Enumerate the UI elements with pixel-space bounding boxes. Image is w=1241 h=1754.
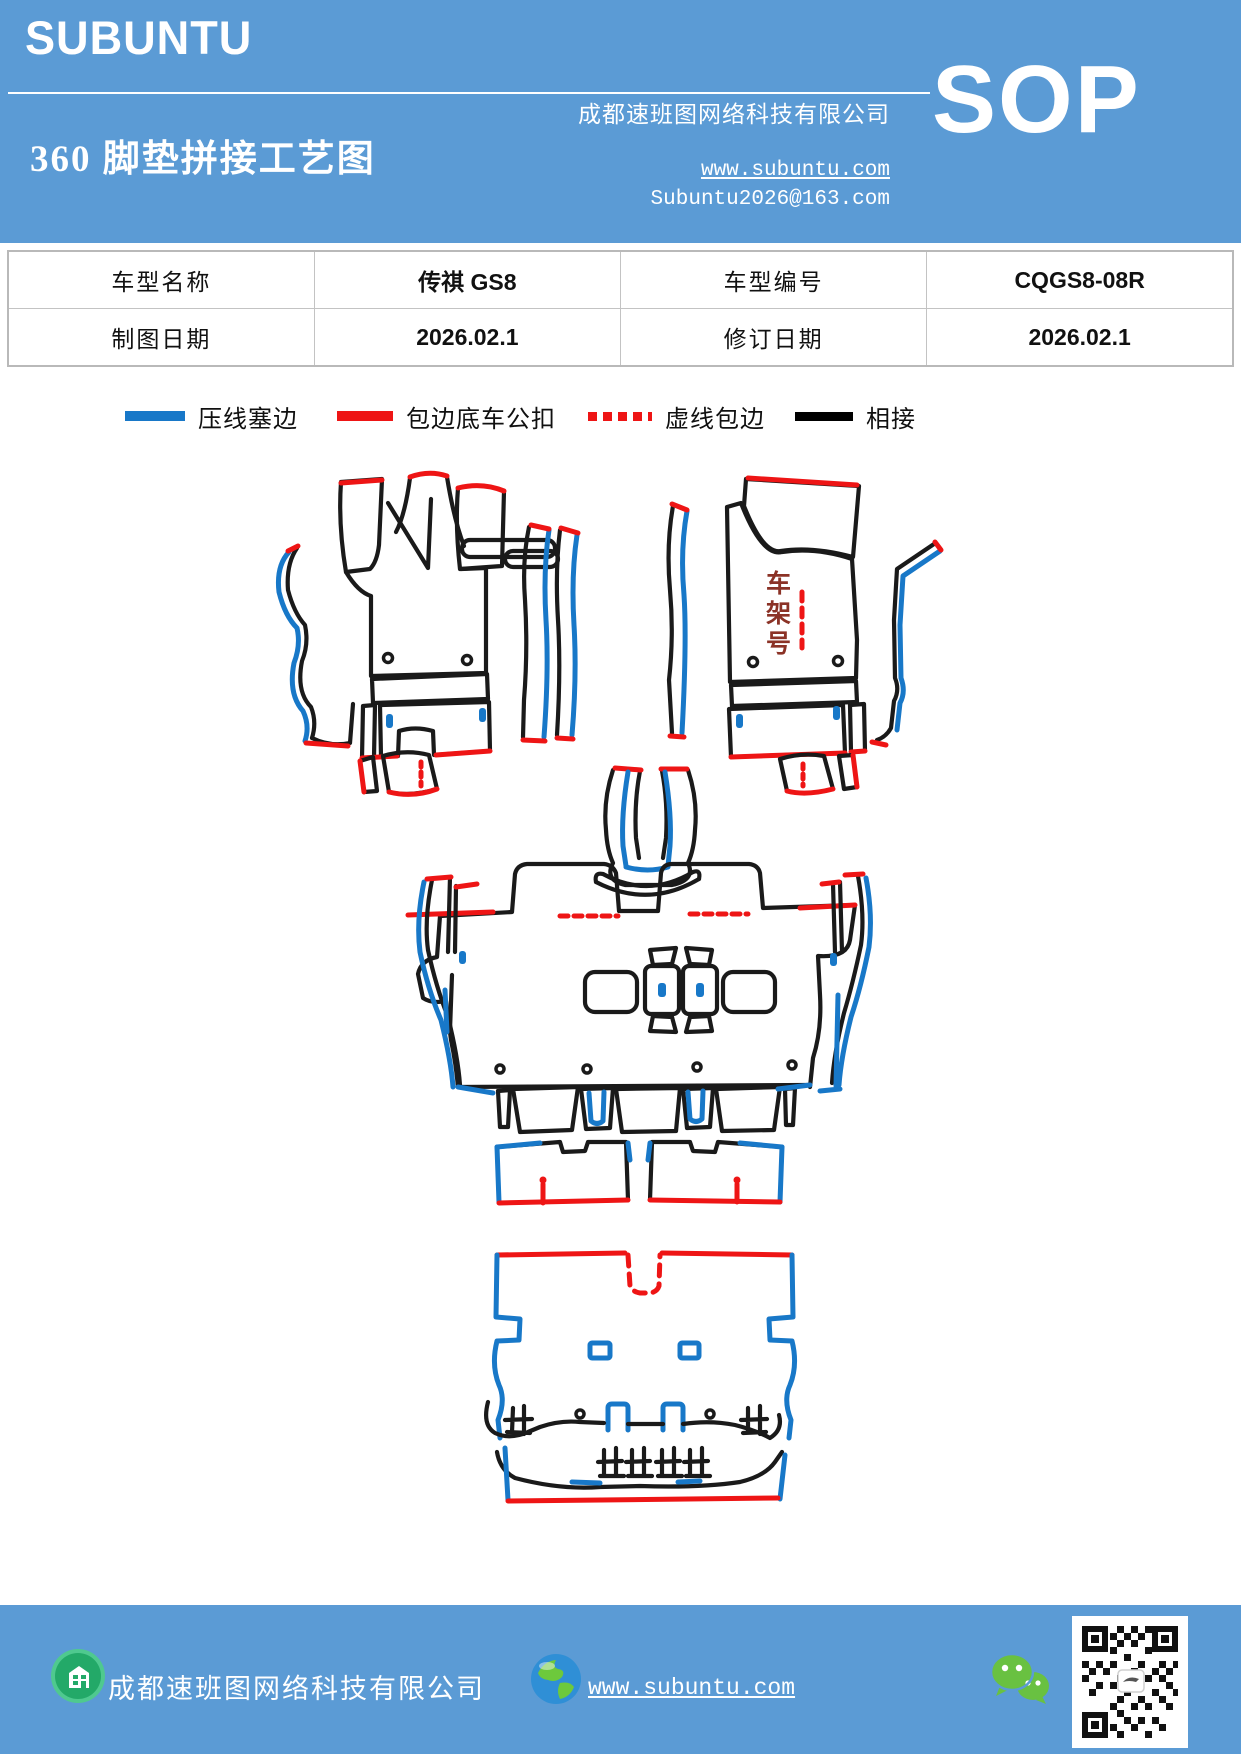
company-building-icon bbox=[51, 1649, 105, 1703]
stitch-mark bbox=[502, 1403, 770, 1479]
header-contact-block: 成都速班图网络科技有限公司 www.subuntu.com Subuntu202… bbox=[470, 95, 890, 211]
revise-date-value: 2026.02.1 bbox=[926, 308, 1234, 367]
rear-row-mat bbox=[405, 861, 873, 1135]
footer-company-name: 成都速班图网络科技有限公司 bbox=[108, 1674, 485, 1704]
qr-code bbox=[1072, 1616, 1188, 1748]
legend-label: 相接 bbox=[866, 406, 916, 433]
header-bar: SUBUNTU 360 脚垫拼接工艺图 成都速班图网络科技有限公司 www.su… bbox=[0, 0, 1241, 243]
draw-date-value: 2026.02.1 bbox=[313, 308, 622, 367]
model-name-value: 传祺 GS8 bbox=[313, 250, 622, 309]
header-company-name: 成都速班图网络科技有限公司 bbox=[578, 102, 890, 127]
frame-number-label: 车架号 bbox=[766, 571, 792, 658]
vehicle-info-table: 车型名称 传祺 GS8 车型编号 CQGS8-08R 制图日期 2026.02.… bbox=[7, 250, 1234, 367]
legend-label: 虚线包边 bbox=[665, 406, 765, 433]
legend-item-joint: 相接 bbox=[795, 398, 916, 434]
header-website-link[interactable]: www.subuntu.com bbox=[700, 159, 890, 182]
wechat-icon bbox=[989, 1652, 1049, 1704]
company-logo: SUBUNTU bbox=[25, 11, 253, 64]
line-type-legend: 压线塞边 包边底车公扣 虚线包边 相接 bbox=[0, 398, 1241, 434]
header-email[interactable]: Subuntu2026@163.com bbox=[650, 188, 890, 211]
legend-blue-line-sample bbox=[125, 411, 185, 421]
document-title: 360 脚垫拼接工艺图 bbox=[30, 139, 376, 180]
legend-label: 包边底车公扣 bbox=[406, 406, 556, 433]
table-row: 制图日期 2026.02.1 修订日期 2026.02.1 bbox=[7, 308, 1234, 367]
legend-item-binding-buckle: 包边底车公扣 bbox=[337, 398, 556, 434]
model-name-label: 车型名称 bbox=[7, 250, 315, 309]
draw-date-label: 制图日期 bbox=[7, 308, 315, 367]
footer-website-link[interactable]: www.subuntu.com bbox=[588, 1675, 796, 1701]
front-left-mat bbox=[276, 470, 581, 797]
legend-item-dashed-binding: 虚线包边 bbox=[588, 398, 765, 434]
front-right-mat bbox=[666, 475, 944, 796]
center-tunnel-piece bbox=[593, 765, 702, 897]
legend-label: 压线塞边 bbox=[198, 406, 298, 433]
header-divider bbox=[8, 92, 930, 94]
revise-date-label: 修订日期 bbox=[619, 308, 928, 367]
legend-black-line-sample bbox=[795, 411, 853, 421]
globe-icon bbox=[531, 1654, 581, 1704]
trunk-mat bbox=[484, 1250, 798, 1504]
model-code-value: CQGS8-08R bbox=[926, 250, 1234, 309]
sop-badge: SOP bbox=[932, 46, 1141, 153]
model-code-label: 车型编号 bbox=[619, 250, 928, 309]
legend-dotted-line-sample bbox=[588, 411, 652, 421]
table-row: 车型名称 传祺 GS8 车型编号 CQGS8-08R bbox=[7, 250, 1234, 309]
legend-red-line-sample bbox=[337, 411, 393, 421]
legend-item-tuck-edge: 压线塞边 bbox=[125, 398, 298, 434]
footer-bar: 成都速班图网络科技有限公司 www.subuntu.com bbox=[0, 1605, 1241, 1754]
second-row-mats bbox=[494, 1139, 785, 1206]
